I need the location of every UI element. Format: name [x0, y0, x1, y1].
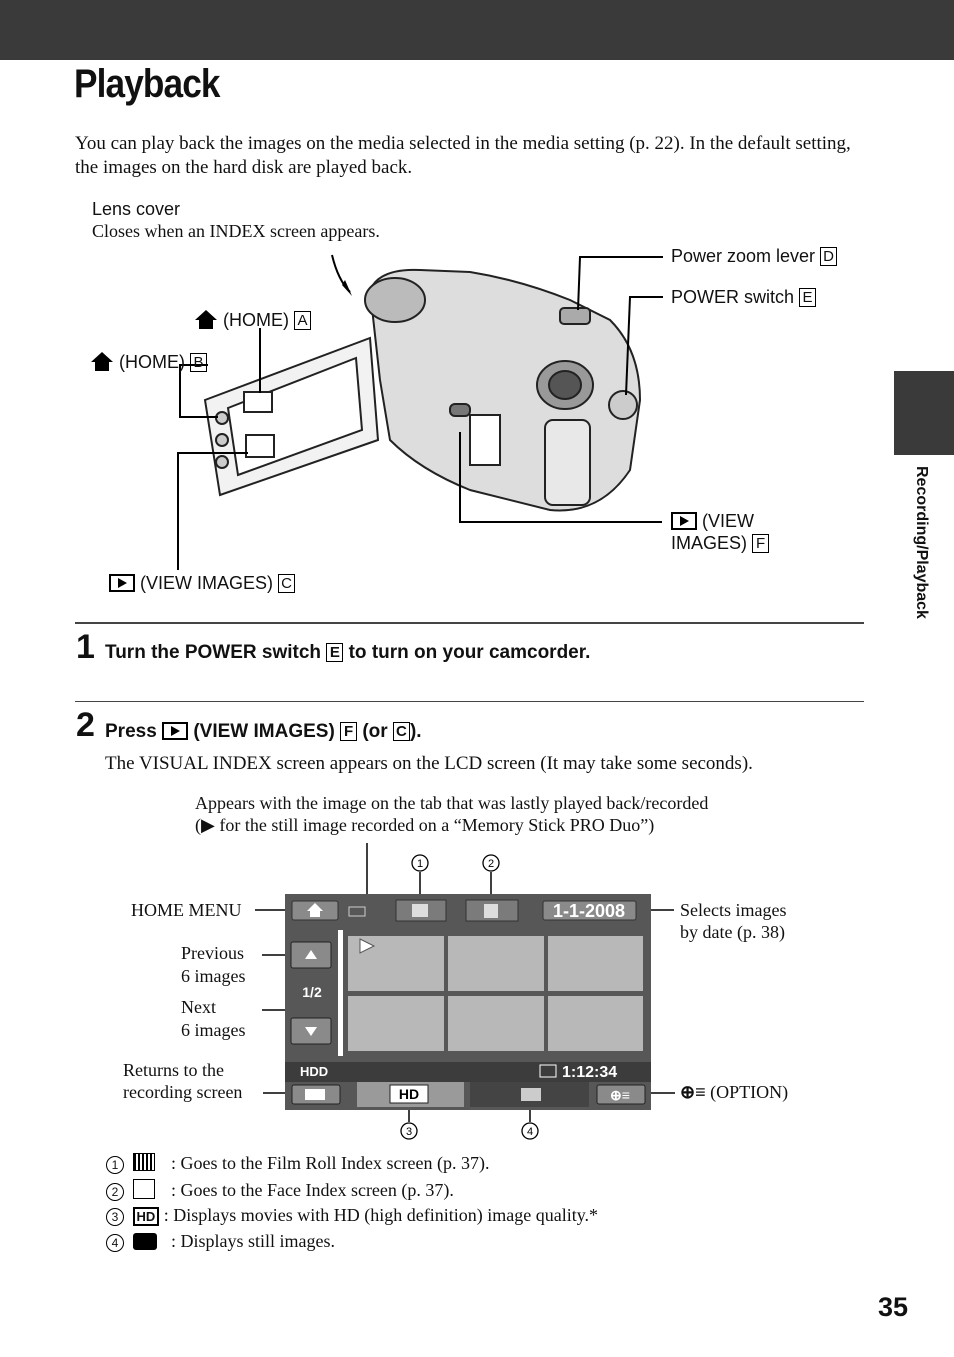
record-icon: [305, 1089, 325, 1100]
lens-cover-desc: Closes when an INDEX screen appears.: [92, 221, 380, 241]
film-icon: [539, 1064, 557, 1078]
legend-item: 2 : Goes to the Face Index screen (p. 37…: [106, 1179, 454, 1201]
step-2-body: The VISUAL INDEX screen appears on the L…: [105, 753, 753, 774]
play-icon: [109, 574, 135, 592]
face-index-icon: [132, 1179, 155, 1199]
film-roll-icon: [412, 904, 428, 917]
callout-4: 4: [527, 1126, 533, 1138]
play-icon: [162, 722, 189, 740]
callout-2: 2: [488, 858, 494, 870]
divider: [75, 701, 864, 702]
step-2-text: Press (VIEW IMAGES) F (or C).: [105, 721, 422, 742]
view-images-f-label: (VIEW IMAGES) F: [671, 510, 770, 554]
step-1-number: 1: [76, 628, 95, 666]
home-menu-label: HOME MENU: [131, 900, 242, 920]
time-counter: 1:12:34: [562, 1064, 617, 1081]
power-zoom-label: Power zoom lever D: [671, 246, 838, 267]
home-icon: [91, 352, 113, 371]
option-label: ⊕≡ (OPTION): [680, 1082, 789, 1102]
tab-note: Appears with the image on the tab that w…: [195, 793, 709, 835]
play-icon: [671, 512, 697, 530]
camera-icon: [521, 1088, 541, 1101]
home-icon: [195, 310, 217, 329]
section-tab: [894, 371, 954, 455]
legend-item: 4 : Displays still images.: [106, 1231, 335, 1252]
film-roll-icon: [132, 1153, 155, 1171]
hd-icon: HD: [399, 1086, 419, 1102]
header-bar: [0, 0, 954, 60]
step-1-text: Turn the POWER switch E to turn on your …: [105, 642, 591, 663]
page-number: 35: [878, 1292, 909, 1322]
visual-index-screen: 1 2 3 4 1-1-2008 1/2 HDD 1:12:34 HD ⊕≡: [255, 843, 675, 1140]
face-index-icon: [484, 904, 498, 918]
lcd-panel: [203, 336, 380, 497]
callout-3: 3: [406, 1126, 412, 1138]
home-b-label: (HOME) B: [90, 350, 208, 373]
callout-1: 1: [417, 858, 423, 870]
home-icon: [307, 903, 323, 917]
section-label: Recording/Playback: [913, 466, 930, 619]
legend-item: 3 HD : Displays movies with HD (high def…: [106, 1205, 598, 1226]
camcorder-illustration: [177, 254, 663, 570]
date-button: 1-1-2008: [553, 901, 625, 921]
option-icon: ⊕≡: [610, 1087, 630, 1103]
down-arrow-icon: [305, 1027, 317, 1036]
lens-cover-title: Lens cover: [92, 199, 181, 219]
power-switch-label: POWER switch E: [671, 287, 817, 308]
media-label: HDD: [300, 1064, 328, 1079]
last-played-marker: [359, 938, 376, 954]
home-a-label: (HOME) A: [194, 308, 312, 331]
divider: [75, 622, 864, 624]
intro-paragraph: You can play back the images on the medi…: [75, 133, 851, 178]
legend-item: 1 : Goes to the Film Roll Index screen (…: [106, 1153, 489, 1174]
view-images-c-label: (VIEW IMAGES) C: [109, 573, 296, 594]
hd-icon: HD: [132, 1207, 160, 1226]
camera-icon: [132, 1233, 157, 1250]
option-icon: ⊕≡: [680, 1082, 706, 1102]
up-arrow-icon: [305, 950, 317, 959]
page-indicator: 1/2: [302, 984, 322, 1000]
step-2-number: 2: [76, 706, 95, 744]
page-title: Playback: [74, 62, 220, 106]
camcorder-body: [364, 268, 642, 512]
